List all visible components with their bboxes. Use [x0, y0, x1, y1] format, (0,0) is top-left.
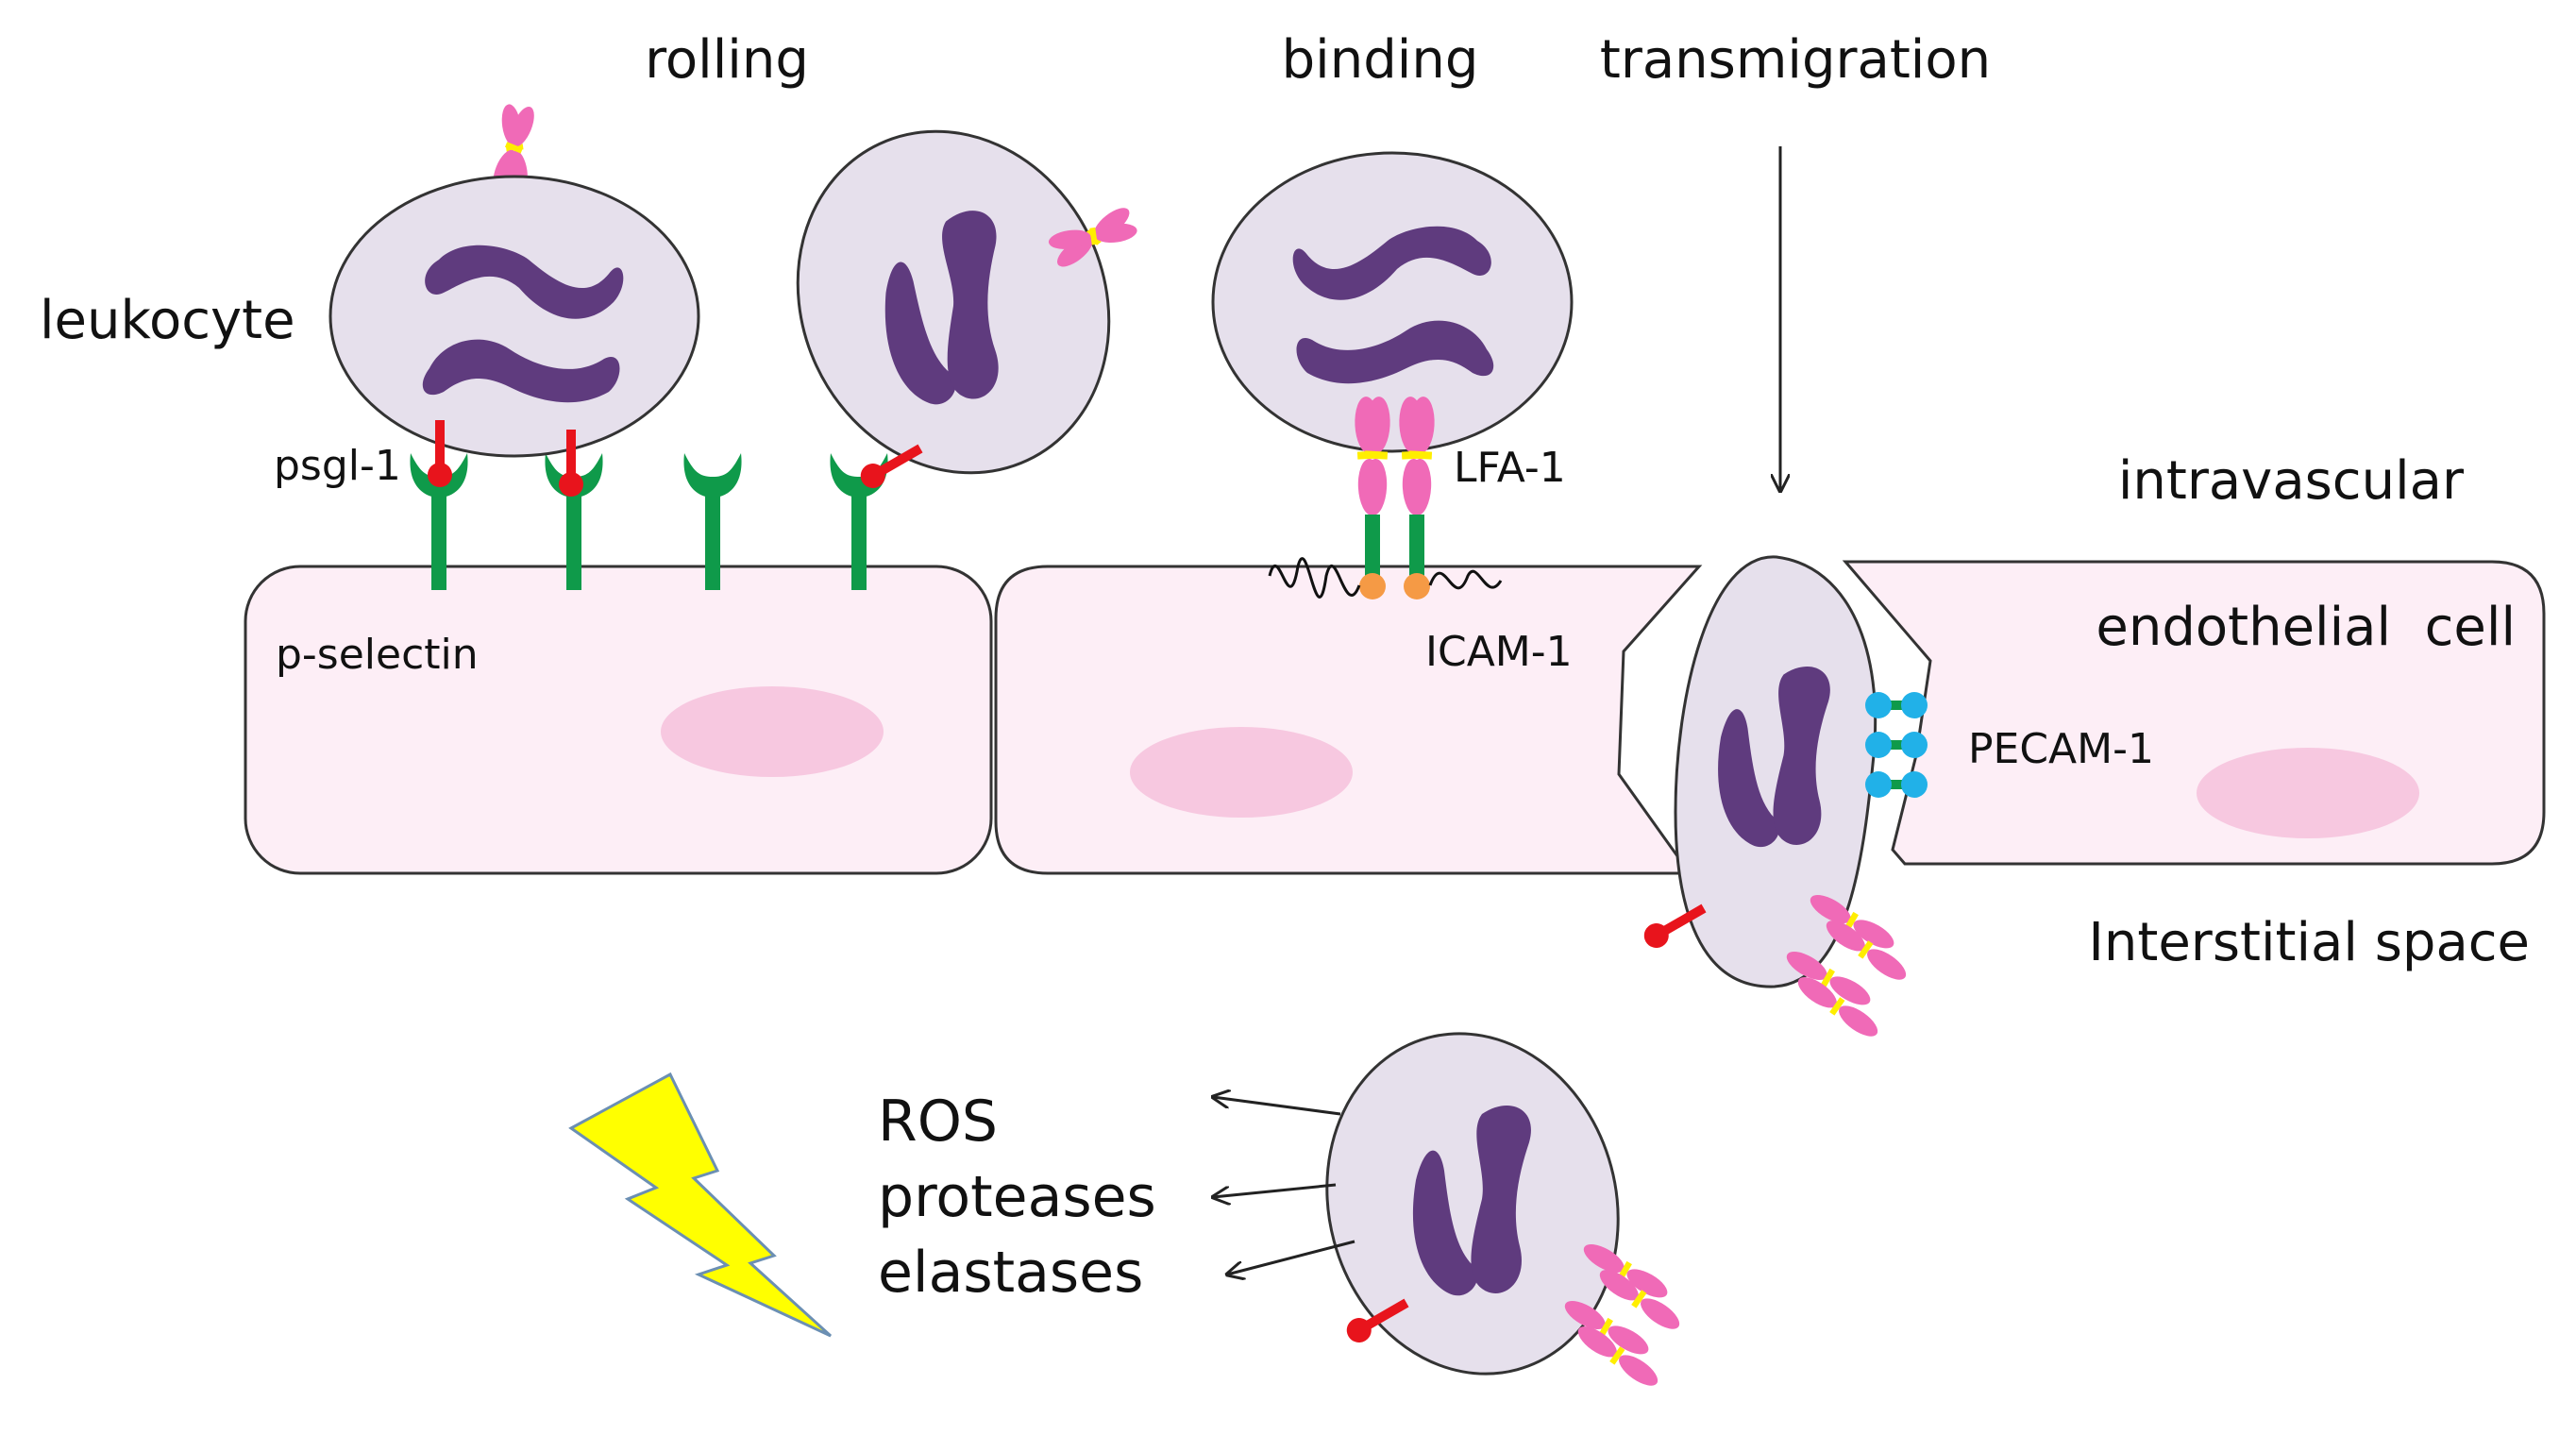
- leukocyte-binding: [1211, 151, 1574, 599]
- product-proteases: proteases: [878, 1164, 1156, 1230]
- interstitial-space-label: Interstitial space: [2088, 912, 2530, 973]
- psgl1-label: psgl-1: [274, 442, 401, 490]
- intravascular-label: intravascular: [2118, 450, 2465, 512]
- leukocyte-transmigrating: [1640, 555, 1928, 1042]
- endothelial-nucleus-3: [2197, 748, 2419, 838]
- endothelial-nucleus-1: [661, 686, 884, 777]
- endothelial-cell-label: endothelial cell: [2096, 597, 2516, 658]
- stage-label-binding: binding: [1282, 29, 1479, 91]
- release-arrow-icon-3: [1227, 1240, 1355, 1275]
- endothelial-cell-2: [994, 565, 1703, 875]
- lfa1-pair-1: [1353, 396, 1392, 516]
- lightning-bolt-icon: [568, 1072, 833, 1338]
- leukocyte-label: leukocyte: [40, 290, 295, 351]
- leukocyte-rolling-1: [328, 100, 700, 497]
- lfa1-label: LFA-1: [1454, 444, 1566, 492]
- icam1-label: ICAM-1: [1425, 628, 1573, 676]
- pecam1-complex: [1865, 692, 1928, 798]
- leukocyte-rolling-2: [796, 129, 1164, 493]
- icam1-1: [1359, 515, 1386, 599]
- glycocalyx-squiggle: [1268, 557, 1503, 599]
- lfa1-pair-2: [1397, 396, 1437, 516]
- endothelium: [244, 560, 2546, 875]
- leukocyte-activated: [1213, 1032, 1685, 1392]
- release-arrow-icon-2: [1213, 1183, 1337, 1197]
- product-ros: ROS: [878, 1089, 998, 1155]
- pecam1-label: PECAM-1: [1968, 725, 2154, 773]
- endothelial-nucleus-2: [1130, 727, 1353, 818]
- endothelial-cell-1: [244, 565, 993, 875]
- p-selectin-label: p-selectin: [276, 631, 479, 679]
- icam1-2: [1404, 515, 1430, 599]
- release-arrow-icon-1: [1213, 1097, 1341, 1116]
- stage-label-transmigration: transmigration: [1600, 29, 1991, 91]
- product-elastases: elastases: [878, 1240, 1143, 1306]
- stage-label-rolling: rolling: [645, 29, 809, 91]
